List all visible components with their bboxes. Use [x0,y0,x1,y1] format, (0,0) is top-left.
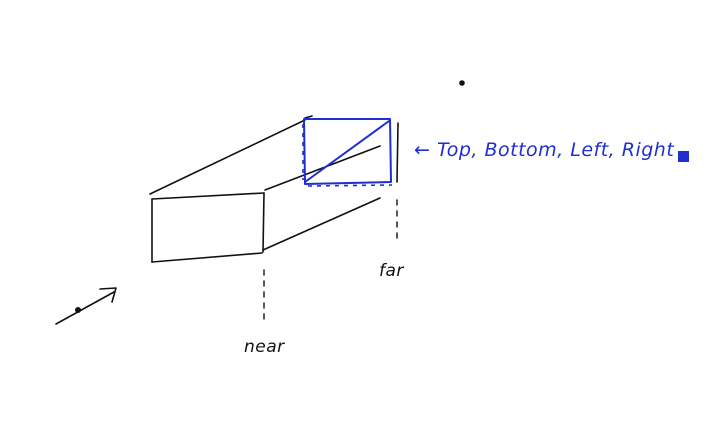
stray-dot [459,80,465,86]
far-label: far [379,261,404,281]
pen-cursor-marker [678,151,689,162]
camera-eye-arrow [55,287,117,325]
frustum-edges [149,115,399,251]
far-plane [302,118,393,187]
near-plane [151,192,265,263]
planes-label: ← Top, Bottom, Left, Right [414,139,675,161]
near-label: near [244,337,285,357]
